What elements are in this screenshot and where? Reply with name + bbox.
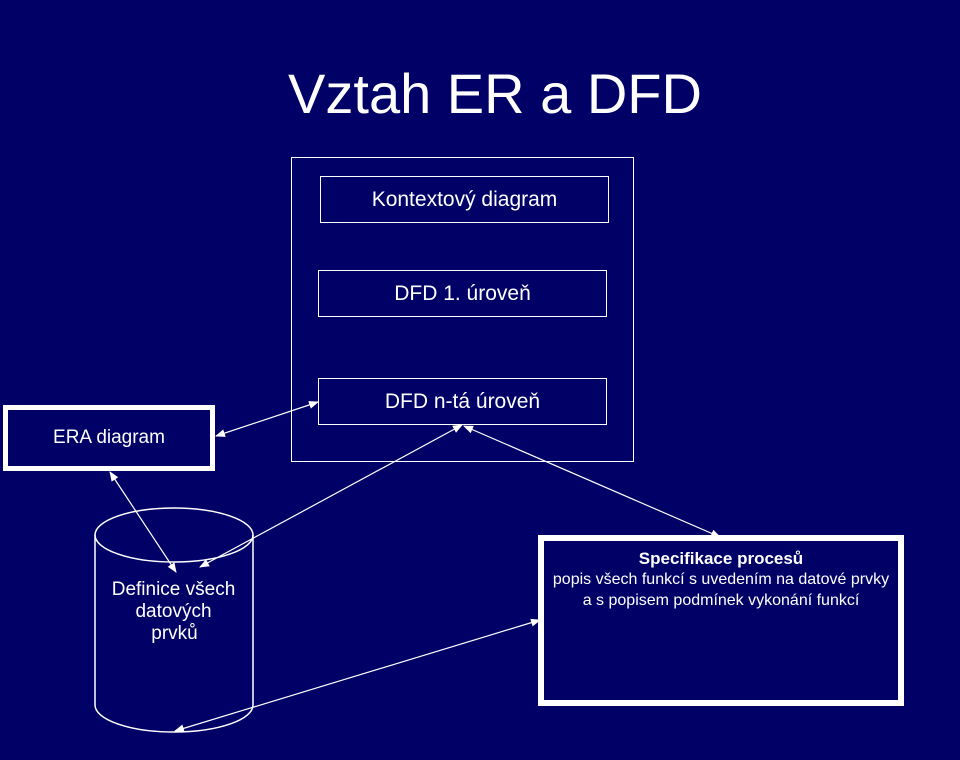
datastore-label-line2: datových [135, 601, 212, 622]
arrow-era-to-dfd-leveln [215, 401, 319, 437]
datastore-label-line3: prvků [151, 623, 198, 644]
arrow-dfd-leveln-to-datastore [199, 424, 463, 568]
context-diagram-label: Kontextový diagram [371, 187, 558, 211]
datastore-label-line1: Definice všech [111, 579, 236, 600]
arrow-era-to-datastore [109, 471, 177, 573]
process-spec-box[interactable]: Specifikace procesů popis všech funkcí s… [538, 535, 904, 706]
process-spec-title: Specifikace procesů [638, 549, 804, 568]
dfd-leveln-label: DFD n-tá úroveň [384, 389, 541, 413]
arrow-dfd-leveln-to-spec [463, 425, 721, 538]
dfd-level1-box[interactable]: DFD 1. úroveň [318, 270, 607, 317]
datastore-label: Definice všech datových prvků [96, 579, 251, 645]
context-diagram-box[interactable]: Kontextový diagram [320, 176, 609, 223]
era-diagram-label: ERA diagram [53, 427, 165, 448]
arrow-datastore-to-spec [174, 618, 541, 733]
process-spec-description: popis všech funkcí s uvedením na datové … [552, 571, 890, 609]
dfd-level1-label: DFD 1. úroveň [394, 281, 531, 305]
page-title: Vztah ER a DFD [288, 62, 702, 125]
